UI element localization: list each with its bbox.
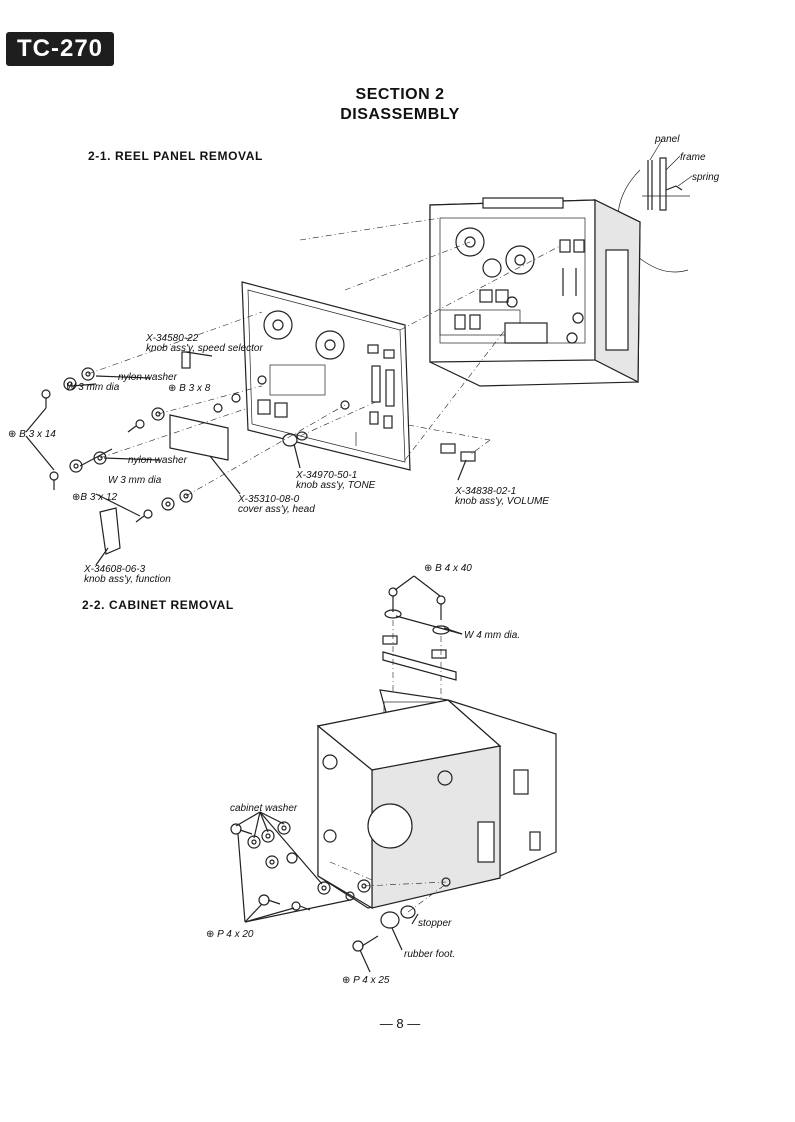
label-spring: spring bbox=[692, 172, 720, 183]
label-volume-knob-description: knob ass'y, VOLUME bbox=[455, 496, 549, 507]
label-screw-b3x12: ⊕B 3 x 12 bbox=[72, 492, 118, 503]
subsection-cabinet-heading: 2-2. CABINET REMOVAL bbox=[82, 598, 234, 612]
label-washer-w4: W 4 mm dia. bbox=[464, 630, 521, 641]
label-panel: panel bbox=[655, 134, 680, 145]
reel-panel-callout-lines bbox=[25, 351, 467, 566]
reel-panel-drawing bbox=[241, 281, 411, 471]
label-rubber-foot: rubber foot. bbox=[404, 949, 456, 960]
label-nylon-washer-upper: nylon washer bbox=[118, 372, 177, 383]
label-screw-b4x40: ⊕ B 4 x 40 bbox=[424, 563, 472, 574]
model-badge: TC-270 bbox=[6, 32, 114, 66]
cabinet-drawing bbox=[316, 689, 557, 910]
label-washer-w3-lower: W 3 mm dia bbox=[108, 475, 162, 486]
reel-panel-leader-lines bbox=[87, 217, 561, 497]
label-screw-b3x14: ⊕ B 3 x 14 bbox=[8, 429, 56, 440]
label-cabinet-washer: cabinet washer bbox=[230, 803, 298, 814]
label-head-cover-description: cover ass'y, head bbox=[238, 504, 315, 515]
subsection-reel-panel-heading: 2-1. REEL PANEL REMOVAL bbox=[88, 149, 263, 163]
label-stopper: stopper bbox=[418, 918, 452, 929]
label-tone-knob-description: knob ass'y, TONE bbox=[296, 480, 376, 491]
page-number: — 8 — bbox=[379, 1016, 421, 1031]
assembled-recorder-drawing bbox=[429, 197, 641, 387]
label-head-cover-part-number: X-35310-08-0 bbox=[238, 494, 300, 505]
label-speed-selector-part-number: X-34580-22 bbox=[146, 333, 199, 344]
label-tone-knob-part-number: X-34970-50-1 bbox=[296, 470, 358, 481]
label-nylon-washer-lower: nylon washer bbox=[128, 455, 187, 466]
volume-knob-drawing bbox=[440, 443, 476, 462]
label-function-knob-part-number: X-34608-06-3 bbox=[84, 564, 146, 575]
speed-selector-knob-drawing bbox=[181, 351, 191, 369]
cabinet-callout-lines bbox=[235, 575, 463, 973]
function-knob-drawing bbox=[99, 507, 121, 555]
label-speed-selector-description: knob ass'y, speed selector bbox=[146, 343, 263, 354]
section-number: SECTION 2 bbox=[355, 86, 445, 103]
head-cover-drawing bbox=[169, 414, 229, 461]
page-title: DISASSEMBLY bbox=[340, 106, 460, 123]
label-function-knob-description: knob ass'y, function bbox=[84, 574, 171, 585]
label-screw-p4x25: ⊕ P 4 x 25 bbox=[342, 975, 390, 986]
label-frame: frame bbox=[680, 152, 706, 163]
reel-panel-fasteners-drawing bbox=[41, 367, 308, 523]
cabinet-fasteners-drawing bbox=[230, 821, 416, 952]
label-screw-p4x20: ⊕ P 4 x 20 bbox=[206, 929, 254, 940]
label-screw-b3x8: ⊕ B 3 x 8 bbox=[168, 383, 211, 394]
label-volume-knob-part-number: X-34838-02-1 bbox=[455, 486, 517, 497]
label-washer-w3-upper: W 3 mm dia bbox=[66, 382, 120, 393]
